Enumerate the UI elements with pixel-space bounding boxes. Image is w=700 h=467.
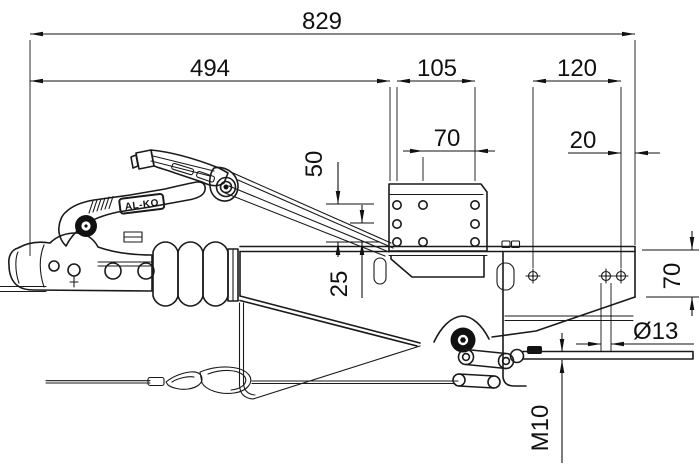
dim-flange-span-outer: 105	[397, 55, 475, 84]
coupling-handle-raised	[130, 149, 239, 202]
handle-grip-ridges	[88, 195, 114, 214]
cable-hook	[165, 371, 203, 390]
crosshair-hole	[598, 268, 614, 284]
bellows	[152, 241, 239, 307]
dim-rod-thread: M10	[527, 333, 565, 463]
clamp-bolt-head	[510, 240, 521, 249]
lever-link-bar	[457, 348, 515, 370]
drawing-artwork: AL-KO	[0, 149, 694, 400]
side-plate-holes	[525, 268, 629, 284]
overrun-lever	[433, 315, 542, 389]
dim-20-value: 20	[570, 127, 597, 154]
breakaway-cable	[45, 366, 459, 394]
crosshair-hole	[525, 268, 541, 284]
dim-rows-span: 50	[301, 151, 341, 257]
dimension-annotations: 829 494 105 120 70 2	[29, 8, 699, 463]
side-plate-bottom-edge	[491, 296, 636, 338]
rod-eye	[509, 348, 525, 364]
brake-rod	[522, 350, 694, 360]
clamp-bolt-head	[501, 240, 511, 249]
coupling-handle-closed: AL-KO	[58, 181, 206, 247]
flange-lower-bracket	[390, 255, 485, 278]
dim-25-value: 25	[326, 271, 353, 298]
dim-hole-diameter: Ø13	[576, 318, 694, 347]
cable-ferrule	[147, 376, 165, 387]
handle-swing-lines	[224, 172, 394, 257]
dim-rear-edge-offset: 20	[568, 127, 660, 156]
front-cable-tab	[0, 285, 47, 293]
dim-head-to-flange: 494	[30, 55, 390, 84]
alko-logo: AL-KO	[118, 192, 166, 215]
dim-flange-span-inner: 70	[403, 125, 495, 154]
flange-plate	[388, 183, 488, 278]
extension-lines	[29, 40, 699, 352]
coupling-head	[0, 232, 155, 293]
alko-logo-text: AL-KO	[124, 198, 159, 213]
dim-rear-height: 70	[659, 231, 695, 316]
dim-70-flange-value: 70	[434, 125, 461, 152]
dim-m10-value: M10	[527, 405, 554, 452]
dim-105-value: 105	[417, 55, 457, 82]
dim-494-value: 494	[190, 55, 230, 82]
dim-50-value: 50	[301, 151, 328, 178]
cable-loop	[199, 366, 252, 394]
raised-handle-pivot	[215, 176, 237, 198]
dim-70-height-value: 70	[659, 263, 686, 290]
lever-bracket-edge	[502, 250, 527, 387]
rail-slot	[496, 262, 515, 291]
dim-rear-hole-span: 120	[533, 55, 621, 84]
dim-829-value: 829	[302, 8, 342, 35]
lower-link-bar	[452, 373, 501, 389]
drawbar-rail	[239, 240, 636, 387]
crosshair-hole	[613, 268, 629, 284]
flange-holes	[391, 200, 480, 248]
safety-wire	[238, 302, 421, 400]
dim-rows-step: 25	[326, 205, 365, 298]
dim-overall-length: 829	[30, 8, 635, 37]
rail-slot	[373, 257, 387, 285]
dim-120-value: 120	[557, 55, 597, 82]
rod-clamp	[527, 346, 542, 354]
dim-o13-value: Ø13	[633, 318, 678, 345]
